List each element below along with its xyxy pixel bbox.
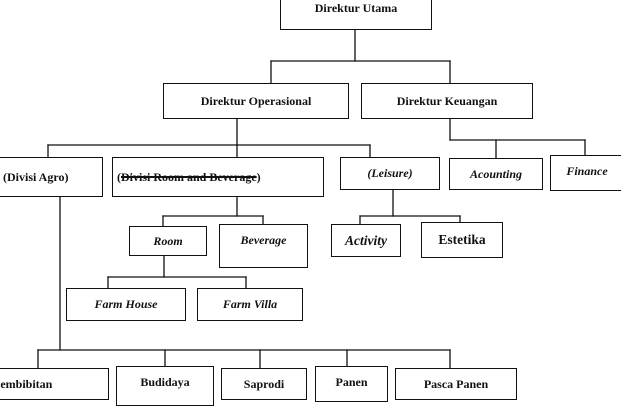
direktur-operasional-label: Direktur Operasional: [200, 93, 312, 108]
divisi-room-beverage-prefix: (: [117, 169, 121, 184]
agro-unit-saprodi-label: Saprodi: [243, 376, 285, 391]
estetika-box: Estetika: [421, 222, 503, 258]
divisi-room-beverage-suffix: ): [256, 169, 261, 184]
agro-unit-budidaya-label: Budidaya: [140, 375, 190, 389]
farm-villa-label: Farm Villa: [222, 297, 278, 311]
farm-house-box: Farm House: [66, 288, 186, 321]
finance-box: Finance: [550, 155, 621, 191]
direktur-utama-box: Direktur Utama: [280, 0, 432, 30]
divisi-agro-label: (Divisi Agro): [3, 169, 69, 184]
agro-unit-pasca-panen-box: Pasca Panen: [395, 368, 517, 400]
direktur-keuangan-label: Direktur Keuangan: [396, 93, 498, 108]
divisi-room-beverage-box: (Divisi Room and Beverage): [112, 157, 324, 197]
farm-villa-box: Farm Villa: [197, 288, 303, 321]
activity-label: Activity: [345, 232, 387, 248]
agro-unit-panen-label: Panen: [335, 375, 368, 389]
divisi-agro-box: (Divisi Agro): [0, 157, 103, 197]
agro-unit-pembibitan-box: Pembibitan: [0, 368, 109, 400]
agro-unit-budidaya-box: Budidaya: [116, 366, 214, 406]
finance-label: Finance: [566, 164, 608, 178]
direktur-utama-label: Direktur Utama: [314, 1, 398, 15]
room-label: Room: [153, 233, 183, 248]
beverage-label: Beverage: [240, 232, 287, 247]
room-box: Room: [129, 226, 207, 256]
divisi-room-beverage-struck: Divisi Room and Beverage: [121, 169, 257, 184]
leisure-label: (Leisure): [367, 166, 413, 180]
agro-unit-pembibitan-label: Pembibitan: [0, 376, 53, 391]
divisi-room-beverage-label: (Divisi Room and Beverage): [117, 170, 261, 185]
beverage-box: Beverage: [219, 224, 308, 268]
agro-unit-pasca-panen-label: Pasca Panen: [423, 376, 489, 391]
estetika-label: Estetika: [438, 232, 486, 247]
farm-house-label: Farm House: [94, 297, 158, 311]
agro-unit-saprodi-box: Saprodi: [221, 368, 307, 400]
agro-unit-panen-box: Panen: [315, 366, 388, 402]
acounting-box: Acounting: [449, 158, 543, 190]
direktur-operasional-box: Direktur Operasional: [163, 83, 349, 119]
leisure-box: (Leisure): [340, 157, 440, 190]
activity-box: Activity: [331, 224, 401, 257]
acounting-label: Acounting: [469, 166, 523, 181]
direktur-keuangan-box: Direktur Keuangan: [361, 83, 533, 119]
